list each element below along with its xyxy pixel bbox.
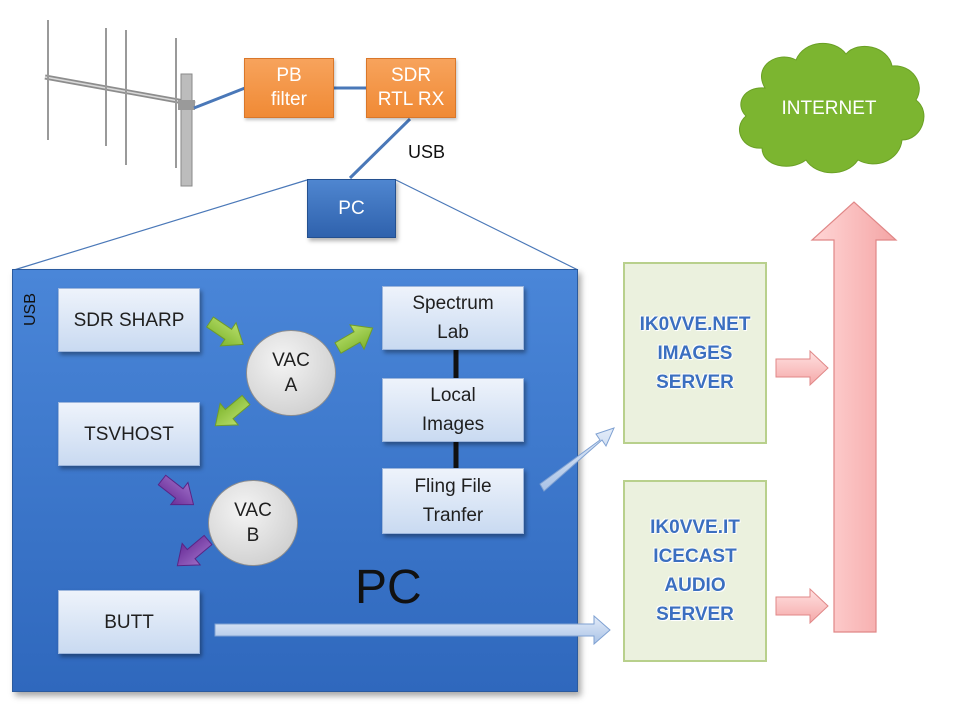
tsvhost-label: TSVHOST [84, 423, 174, 445]
icecast-to-internet-arrow [775, 587, 829, 625]
images-server-label: IK0VVE.NET IMAGES SERVER [639, 313, 751, 393]
vac-b-label: VAC B [234, 500, 272, 546]
icecast-server-box: IK0VVE.IT ICECAST AUDIO SERVER [623, 480, 767, 662]
tsvhost-to-vacb-arrow [152, 468, 203, 517]
vaca-to-spectrum-arrow [330, 315, 381, 361]
internet-label: INTERNET [781, 98, 877, 119]
zoom-line-left [13, 179, 308, 271]
images-to-internet-arrow [775, 349, 829, 387]
usb-cable [348, 117, 412, 180]
butt-box: BUTT [58, 590, 200, 654]
local-images-box: Local Images [382, 378, 524, 442]
pc-small-box: PC [307, 179, 396, 238]
butt-to-icecast-arrow [214, 614, 611, 646]
tsvhost-box: TSVHOST [58, 402, 200, 466]
pb-filter-box: PB filter [244, 58, 334, 118]
butt-label: BUTT [104, 611, 154, 633]
vac-b-circle: VAC B [208, 480, 298, 566]
fling-file-box: Fling File Tranfer [382, 468, 524, 534]
fling-file-label: Fling File Tranfer [414, 476, 492, 526]
sdr-sharp-label: SDR SHARP [73, 309, 185, 331]
spectrum-lab-box: Spectrum Lab [382, 286, 524, 350]
vaca-to-tsvhost-arrow [205, 388, 256, 437]
sdr-rtl-box: SDR RTL RX [366, 58, 456, 118]
pc-small-label: PC [338, 197, 365, 219]
zoom-line-right [395, 179, 579, 271]
local-images-label: Local Images [421, 385, 485, 435]
internet-cloud-icon [739, 42, 925, 174]
pb-filter-label: PB filter [271, 65, 307, 110]
sdr-sharp-box: SDR SHARP [58, 288, 200, 352]
spectrum-lab-label: Spectrum Lab [412, 293, 494, 343]
usb-label: USB [408, 142, 446, 162]
icecast-server-label: IK0VVE.IT ICECAST AUDIO SERVER [650, 517, 740, 625]
sdr-to-vaca-arrow [201, 309, 252, 357]
antenna-icon [44, 20, 196, 187]
antenna-cable [193, 86, 246, 110]
sdr-rtl-label: SDR RTL RX [377, 65, 445, 110]
fling-to-images-arrow [539, 427, 615, 492]
vac-a-circle: VAC A [246, 330, 336, 416]
images-server-box: IK0VVE.NET IMAGES SERVER [623, 262, 767, 444]
pc-big-label: PC [355, 561, 422, 614]
upload-to-internet-arrow [810, 201, 898, 633]
vac-a-label: VAC A [272, 350, 310, 396]
